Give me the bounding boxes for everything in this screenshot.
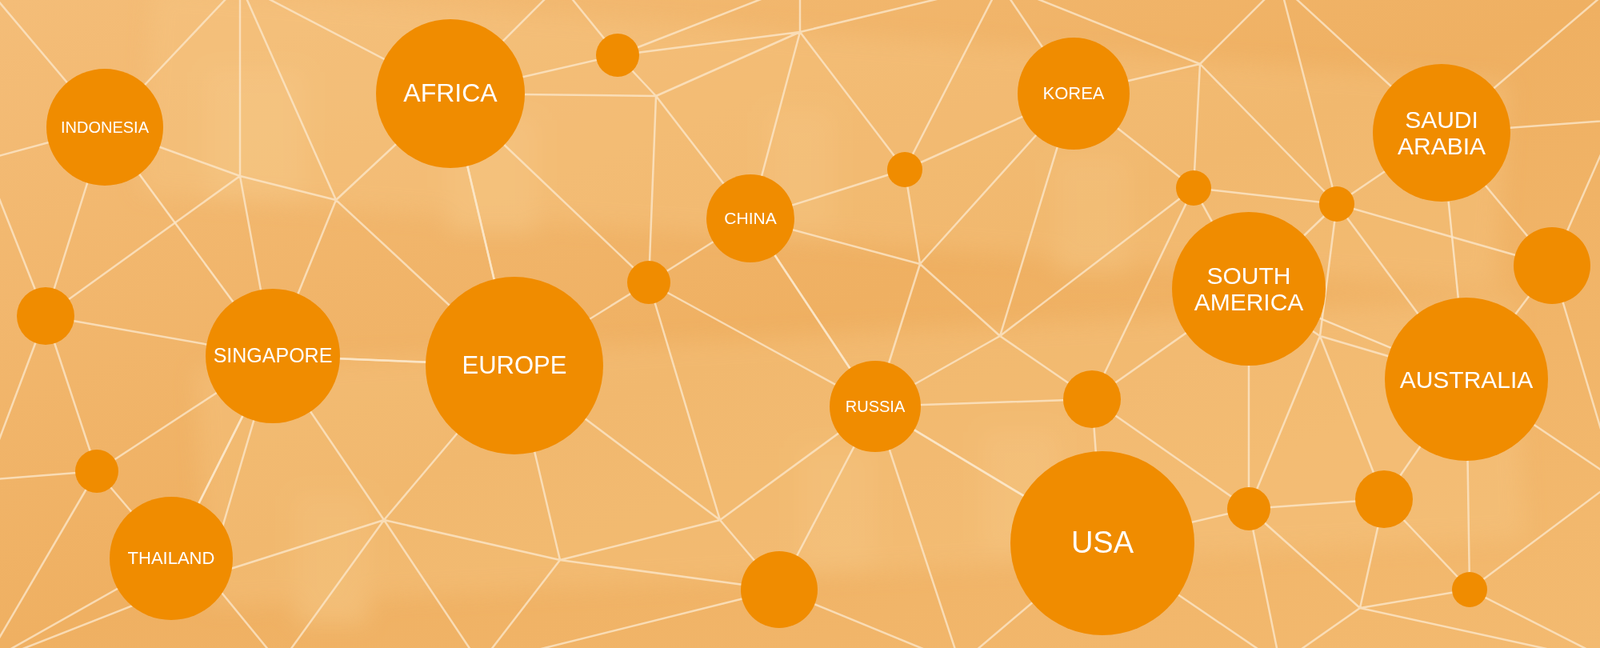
region-circle: CHINA bbox=[706, 174, 795, 263]
network-link bbox=[774, 255, 850, 369]
region-circle: KOREA bbox=[1017, 37, 1130, 150]
region-label: RUSSIA bbox=[845, 397, 905, 416]
region-label: SINGAPORE bbox=[213, 344, 333, 368]
network-link bbox=[199, 416, 244, 504]
network-dot bbox=[1319, 186, 1355, 222]
region-circle: EUROPE bbox=[425, 276, 604, 455]
region-label: CHINA bbox=[724, 208, 776, 228]
network-link bbox=[340, 358, 426, 362]
region-label: INDONESIA bbox=[60, 118, 149, 136]
region-label: AFRICA bbox=[403, 79, 497, 108]
region-circle: AUSTRALIA bbox=[1384, 297, 1548, 461]
region-label: AUSTRALIA bbox=[1400, 366, 1534, 393]
network-link bbox=[914, 429, 1024, 496]
region-circle: USA bbox=[1010, 451, 1195, 636]
network-dots bbox=[16, 33, 1591, 628]
network-dot bbox=[596, 33, 640, 77]
region-circle: SAUDI ARABIA bbox=[1372, 64, 1511, 202]
region-circle: SOUTH AMERICA bbox=[1172, 212, 1326, 366]
network-link bbox=[139, 174, 233, 302]
region-label: KOREA bbox=[1042, 84, 1104, 104]
blurred-board bbox=[138, 0, 1526, 624]
network-dot bbox=[1355, 470, 1413, 528]
network-dot bbox=[16, 287, 75, 345]
network-dot bbox=[1452, 572, 1488, 608]
region-circle: SINGAPORE bbox=[205, 288, 340, 424]
network-dot bbox=[1513, 227, 1591, 304]
network-dot bbox=[75, 449, 119, 493]
network-dot bbox=[1063, 370, 1121, 428]
region-label: THAILAND bbox=[128, 548, 216, 568]
network-link bbox=[1448, 201, 1459, 299]
network-link bbox=[467, 166, 494, 280]
network-dot bbox=[1227, 487, 1271, 531]
region-label: SAUDI ARABIA bbox=[1385, 106, 1498, 160]
network-dot bbox=[887, 152, 923, 188]
region-circle: INDONESIA bbox=[46, 68, 164, 186]
region-label: EUROPE bbox=[462, 352, 568, 380]
network-dot bbox=[627, 260, 671, 304]
region-circle: THAILAND bbox=[109, 496, 233, 620]
region-label: SOUTH AMERICA bbox=[1184, 262, 1313, 316]
region-circle: RUSSIA bbox=[829, 360, 921, 452]
network-link bbox=[1320, 318, 1392, 348]
region-circle: AFRICA bbox=[376, 19, 525, 168]
network-dot bbox=[1176, 170, 1212, 206]
region-label: USA bbox=[1071, 526, 1134, 560]
network-dot bbox=[740, 551, 818, 628]
